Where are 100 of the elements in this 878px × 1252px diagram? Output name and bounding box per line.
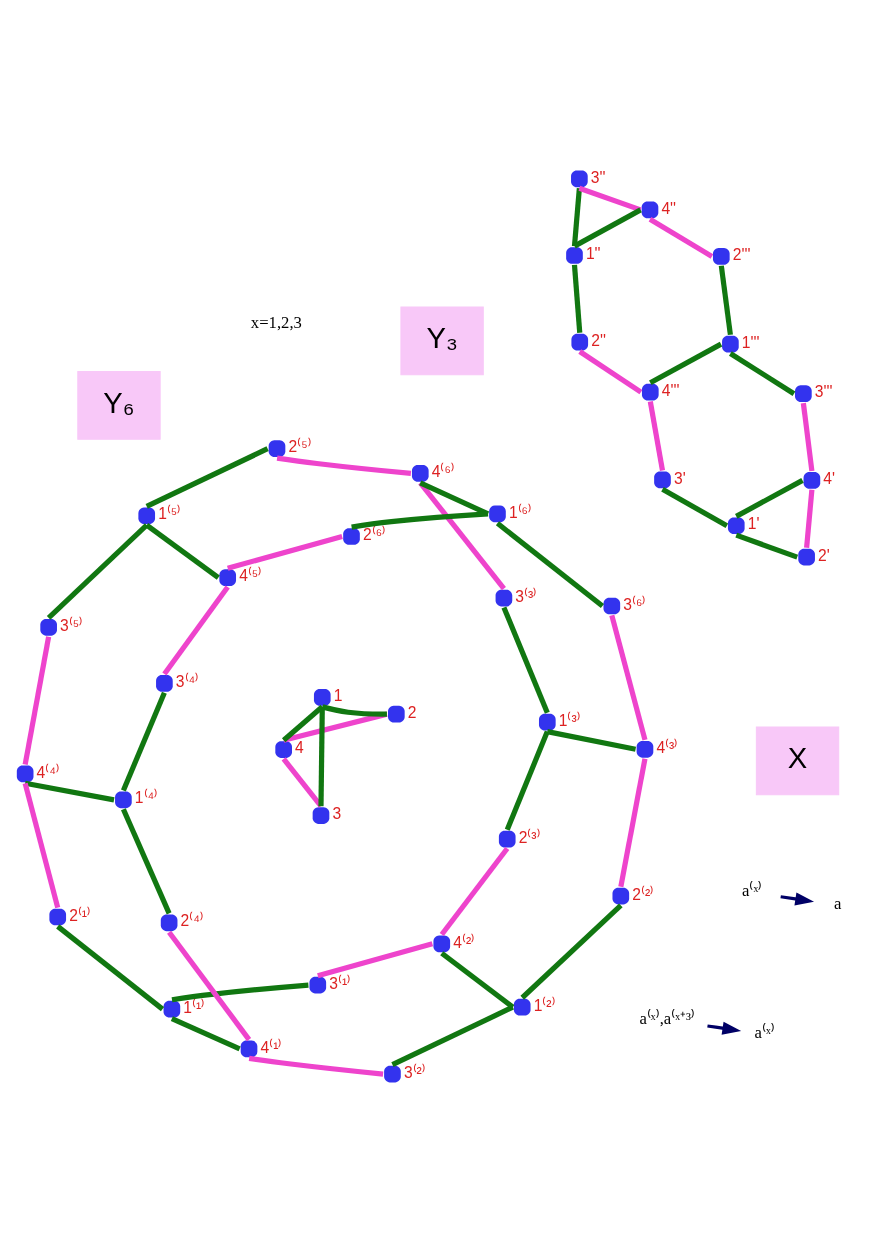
node-label: 3⁽⁴⁾ bbox=[175, 672, 199, 690]
connector bbox=[55, 923, 164, 1011]
connector bbox=[316, 940, 433, 978]
node-circle bbox=[308, 976, 326, 993]
node-label: 2⁽⁶⁾ bbox=[362, 525, 386, 543]
connector bbox=[317, 706, 325, 806]
connector bbox=[120, 691, 167, 791]
node-circle bbox=[160, 913, 177, 931]
node-text: a⁽ˣ⁾ bbox=[741, 880, 762, 900]
connector bbox=[281, 756, 323, 808]
node-circle bbox=[432, 935, 450, 952]
node-circle bbox=[137, 506, 155, 524]
node-circle bbox=[653, 471, 671, 488]
connector bbox=[417, 480, 506, 590]
node-circle bbox=[268, 439, 285, 457]
connector bbox=[166, 930, 251, 1041]
connector bbox=[571, 187, 582, 246]
node-label: 3⁽³⁾ bbox=[514, 587, 537, 605]
node-circle bbox=[39, 618, 57, 636]
connector bbox=[647, 400, 665, 471]
node-label: 1 bbox=[333, 686, 342, 704]
node-circle bbox=[721, 335, 739, 352]
node-label: 2⁽³⁾ bbox=[518, 828, 541, 846]
connector bbox=[803, 489, 814, 548]
connector bbox=[248, 1055, 383, 1077]
node-label: 4''' bbox=[661, 381, 679, 399]
connector bbox=[501, 605, 550, 714]
connector bbox=[226, 533, 343, 571]
node-label: 2⁽²⁾ bbox=[631, 885, 654, 903]
connector bbox=[170, 1015, 241, 1051]
node-circle bbox=[218, 568, 236, 586]
node-label: 3⁽⁶⁾ bbox=[622, 595, 646, 613]
connector bbox=[578, 185, 641, 212]
node-circle bbox=[312, 806, 329, 824]
node-label: 3'' bbox=[590, 168, 605, 186]
connector bbox=[145, 445, 269, 509]
node-text: a⁽ˣ⁾ bbox=[754, 1022, 775, 1042]
node-circle bbox=[240, 1040, 257, 1057]
connector bbox=[617, 757, 648, 887]
node-circle bbox=[641, 383, 659, 400]
connector bbox=[546, 728, 636, 752]
node-label: 2' bbox=[817, 546, 830, 564]
connector bbox=[350, 510, 488, 530]
node-label: 4⁽²⁾ bbox=[452, 932, 475, 950]
node-box: Y₆ bbox=[76, 370, 161, 440]
node-circle bbox=[488, 505, 506, 522]
node-label: 3⁽¹⁾ bbox=[328, 974, 351, 992]
node-label: 4⁽⁵⁾ bbox=[238, 566, 262, 584]
connector bbox=[22, 635, 51, 765]
connector bbox=[276, 455, 411, 476]
node-circle bbox=[274, 740, 292, 758]
node-label: 2⁽⁵⁾ bbox=[287, 437, 312, 455]
node-circle bbox=[712, 247, 730, 265]
node-circle bbox=[498, 830, 516, 847]
connector bbox=[418, 479, 489, 516]
label: x=1,2,3 bbox=[250, 312, 302, 332]
node-label: 4⁽³⁾ bbox=[655, 738, 678, 756]
connector bbox=[281, 704, 324, 742]
node-label: 1''' bbox=[741, 333, 759, 351]
connector bbox=[144, 522, 220, 580]
node-label: 1⁽²⁾ bbox=[533, 996, 556, 1014]
node-label: 1⁽³⁾ bbox=[558, 711, 581, 729]
node-label: 1' bbox=[747, 514, 759, 532]
connector bbox=[718, 264, 733, 335]
connector bbox=[171, 981, 309, 1002]
connector bbox=[22, 782, 60, 908]
connector bbox=[608, 614, 647, 741]
node-box: Y₃ bbox=[399, 305, 484, 375]
node-box: X bbox=[755, 725, 839, 795]
connector bbox=[439, 846, 509, 936]
node-label: 4' bbox=[822, 469, 835, 487]
node-label: 2⁽⁴⁾ bbox=[180, 911, 204, 929]
connector bbox=[161, 584, 230, 676]
node-label: 3⁽²⁾ bbox=[403, 1063, 426, 1081]
connector bbox=[24, 780, 114, 802]
node-circle bbox=[641, 201, 658, 218]
node-label: 1⁽⁶⁾ bbox=[508, 503, 532, 521]
node-circle bbox=[570, 170, 588, 187]
node-text: a⁽ˣ⁾,a⁽ˣ⁺³⁾ bbox=[638, 1008, 695, 1028]
node-circle bbox=[387, 705, 405, 722]
node-label: 3 bbox=[331, 804, 341, 822]
node-label: 2 bbox=[407, 703, 416, 721]
connector bbox=[439, 950, 514, 1009]
node-label: 4⁽⁶⁾ bbox=[431, 462, 455, 480]
connector bbox=[504, 730, 550, 831]
node-circle bbox=[48, 908, 66, 925]
node-circle bbox=[603, 597, 620, 614]
node-circle bbox=[16, 765, 33, 782]
node-circle bbox=[803, 471, 820, 489]
node-label: 4⁽¹⁾ bbox=[259, 1038, 282, 1056]
connector bbox=[571, 264, 582, 333]
node-label: 2⁽¹⁾ bbox=[68, 906, 91, 924]
node-circle bbox=[114, 791, 132, 808]
node-circle bbox=[342, 527, 360, 545]
node-circle bbox=[495, 589, 512, 606]
node-circle bbox=[513, 998, 531, 1015]
connector bbox=[495, 520, 604, 608]
node-label: 2'' bbox=[590, 331, 606, 349]
node-circle bbox=[636, 740, 653, 758]
arrow bbox=[706, 1021, 741, 1035]
